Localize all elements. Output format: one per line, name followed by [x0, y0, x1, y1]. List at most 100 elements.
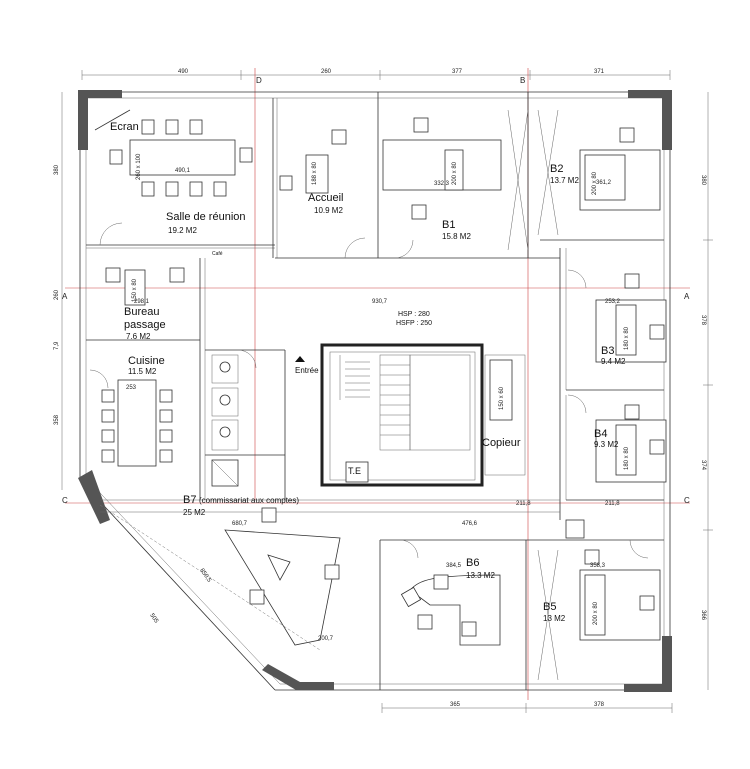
dim-inner-bureau: 298,1: [134, 299, 150, 305]
b7-name: B7: [183, 494, 196, 506]
section-mark-a-right: A: [684, 292, 690, 301]
dim-left-4: 358: [54, 414, 60, 425]
cuisine-area: 11.5 M2: [128, 367, 157, 376]
cafe-label: Café: [212, 251, 223, 257]
dim-right-3: 374: [700, 460, 706, 471]
accueil-area: 10.9 M2: [314, 206, 343, 215]
dim-top-3: 377: [452, 69, 463, 75]
accueil-furniture: [279, 129, 347, 194]
b2-furniture: [537, 109, 661, 236]
dim-inner-b1: 332,3: [434, 181, 450, 187]
dim-bottom-1: 365: [450, 702, 461, 708]
dim-inner-diagonal-1: 850,5: [198, 568, 212, 584]
b7-furniture: [99, 504, 341, 651]
b1-name: B1: [442, 219, 455, 231]
accueil-name: Accueil: [308, 192, 343, 204]
dim-inner-b2: 361,2: [596, 180, 612, 186]
dim-inner-b4: 211,8: [605, 501, 620, 507]
dim-inner-b7: 680,7: [232, 521, 248, 527]
dim-inner-b6: 384,5: [446, 563, 462, 569]
dim-inner-salle: 490,1: [175, 168, 191, 174]
dim-left-1: 380: [54, 164, 60, 175]
b1-furniture: [382, 109, 529, 251]
b2-desk-size: 200 x 80: [592, 171, 598, 195]
ecran-label: Ecran: [110, 121, 139, 133]
exterior-walls: [79, 91, 671, 691]
dim-inner-b3: 253,2: [605, 299, 621, 305]
b3-name: B3: [601, 345, 614, 357]
dim-right-4: 366: [700, 610, 706, 621]
section-mark-c-left: C: [62, 496, 68, 505]
corner-columns: [78, 90, 672, 692]
b3-desk-size: 180 x 80: [624, 326, 630, 350]
cuisine-name: Cuisine: [128, 355, 165, 367]
b4-furniture: [595, 404, 667, 483]
salle-furniture: [94, 109, 253, 197]
b7-subtitle: (commissariat aux comptes): [199, 496, 299, 505]
b6-area: 13.3 M2: [466, 571, 495, 580]
dim-left-3: 7,9: [54, 341, 60, 350]
cuisine-furniture: [101, 379, 173, 467]
dim-inner-b6-top: 476,6: [462, 521, 478, 527]
entree-arrow-icon: [295, 356, 305, 362]
salle-area: 19.2 M2: [168, 226, 197, 235]
b7-area: 25 M2: [183, 508, 206, 517]
bureau-name-2: passage: [124, 319, 166, 331]
b4-name: B4: [594, 428, 607, 440]
b3-furniture: [595, 273, 667, 363]
dim-inner-cuisine: 253: [126, 385, 137, 391]
dim-inner-b5: 358,3: [590, 563, 606, 569]
copieur-furniture: [484, 354, 526, 476]
b2-name: B2: [550, 163, 563, 175]
b5-area: 13 M2: [543, 614, 566, 623]
dim-inner-corridor: 930,7: [372, 299, 388, 305]
section-mark-c-right: C: [684, 496, 690, 505]
entree-label: Entrée: [295, 366, 319, 375]
dim-right-1: 380: [700, 175, 706, 186]
right-dimension-line: 380 378 374 366: [700, 92, 713, 690]
hsp-label: HSP : 280: [398, 311, 430, 318]
copieur-label: Copieur: [482, 437, 521, 449]
accueil-desk-size: 188 x 80: [312, 161, 318, 185]
salle-name: Salle de réunion: [166, 211, 246, 223]
left-dimension-line: 380 260 7,9 358: [54, 92, 63, 490]
bottom-dimension-line: 365 378: [381, 702, 673, 713]
hsfp-label: HSFP : 250: [396, 320, 432, 327]
dim-top-1: 490: [178, 69, 189, 75]
b4-desk-size: 180 x 80: [624, 446, 630, 470]
wc-block: [211, 354, 239, 487]
b1-desk-size: 200 x 80: [452, 161, 458, 185]
b4-area: 9.3 M2: [594, 440, 619, 449]
dim-top-4: 371: [594, 69, 605, 75]
interior-walls: [86, 92, 664, 690]
bureau-name-1: Bureau: [124, 306, 159, 318]
dim-left-2: 260: [54, 289, 60, 300]
b6-name: B6: [466, 557, 479, 569]
stair-core: [320, 343, 484, 487]
copieur-table-size: 150 x 60: [499, 386, 505, 410]
b5-desk-size: 200 x 80: [593, 601, 599, 625]
b1-area: 15.8 M2: [442, 232, 471, 241]
dim-top-2: 260: [321, 69, 332, 75]
b3-area: 9.4 M2: [601, 357, 626, 366]
door-swings: [89, 222, 649, 559]
section-mark-d: D: [256, 76, 262, 85]
dim-inner-stair: 211,8: [516, 501, 531, 507]
b2-area: 13.7 M2: [550, 176, 579, 185]
dim-right-2: 378: [700, 315, 706, 326]
b5-furniture: [537, 549, 661, 681]
section-mark-b: B: [520, 76, 525, 85]
bureau-furniture: [105, 267, 185, 306]
dim-inner-diagonal-2: 505: [148, 613, 159, 625]
dim-bottom-2: 378: [594, 702, 605, 708]
bureau-area: 7.6 M2: [126, 332, 151, 341]
bureau-desk-size: 150 x 80: [132, 278, 138, 302]
b6-furniture: [400, 574, 501, 646]
section-mark-a-left: A: [62, 292, 68, 301]
b5-name: B5: [543, 601, 556, 613]
top-dimension-line: 490 260 377 371: [81, 69, 671, 80]
te-label: T.E: [348, 466, 361, 476]
dim-inner-b7-bottom: 200,7: [318, 636, 334, 642]
salle-table-size: 260 x 100: [136, 153, 142, 180]
